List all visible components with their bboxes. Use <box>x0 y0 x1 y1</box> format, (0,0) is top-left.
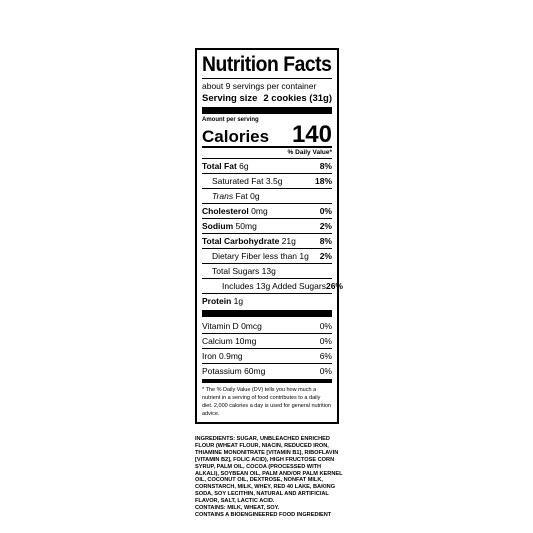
daily-value-footnote: * The % Daily Value (DV) tells you how m… <box>202 387 332 417</box>
daily-value-header: % Daily Value* <box>202 146 332 158</box>
ingredients-text: INGREDIENTS: SUGAR, UNBLEACHED ENRICHED … <box>195 436 343 505</box>
ingredients-block: INGREDIENTS: SUGAR, UNBLEACHED ENRICHED … <box>195 436 345 519</box>
medium-divider <box>202 379 332 383</box>
label-title: Nutrition Facts <box>202 53 332 76</box>
nutrition-facts-label: Nutrition Facts about 9 servings per con… <box>195 48 343 424</box>
calories-label: Calories <box>202 127 270 146</box>
calories-row: Calories 140 <box>202 121 332 148</box>
divider <box>202 78 332 79</box>
thick-divider <box>202 107 332 114</box>
thick-divider <box>202 310 332 317</box>
vitamin-row-iron: Iron 0.9mg 6% <box>202 348 332 363</box>
servings-per-container: about 9 servings per container <box>202 81 317 91</box>
nutrient-row-total-carbohydrate: Total Carbohydrate 21g 8% <box>202 233 332 248</box>
contains-statement: CONTAINS: MILK, WHEAT, SOY. <box>195 505 280 512</box>
nutrient-row-cholesterol: Cholesterol 0mg 0% <box>202 203 332 218</box>
nutrient-row-total-sugars: Total Sugars 13g <box>202 263 332 278</box>
calories-value: 140 <box>291 121 332 148</box>
serving-size-label: Serving size <box>202 93 258 104</box>
nutrient-row-trans-fat: Trans Fat 0g <box>202 188 332 203</box>
vitamin-row-potassium: Potassium 60mg 0% <box>202 363 332 378</box>
nutrient-row-saturated-fat: Saturated Fat 3.5g 18% <box>202 173 332 188</box>
vitamin-row-vitamin-d: Vitamin D 0mcg 0% <box>202 321 332 331</box>
nutrient-row-sodium: Sodium 50mg 2% <box>202 218 332 233</box>
nutrient-row-added-sugars: Includes 13g Added Sugars 26% <box>202 278 343 293</box>
nutrient-row-dietary-fiber: Dietary Fiber less than 1g 2% <box>202 248 332 263</box>
vitamin-row-calcium: Calcium 10mg 0% <box>202 333 332 348</box>
nutrient-row-total-fat: Total Fat 6g 8% <box>202 158 332 173</box>
nutrient-row-protein: Protein 1g <box>202 293 332 308</box>
amount-per-serving: Amount per serving <box>202 117 259 123</box>
serving-size: Serving size 2 cookies (31g) <box>202 92 332 105</box>
serving-size-value: 2 cookies (31g) <box>263 93 332 104</box>
bioengineered-statement: CONTAINS A BIOENGINEERED FOOD INGREDIENT <box>195 511 332 518</box>
